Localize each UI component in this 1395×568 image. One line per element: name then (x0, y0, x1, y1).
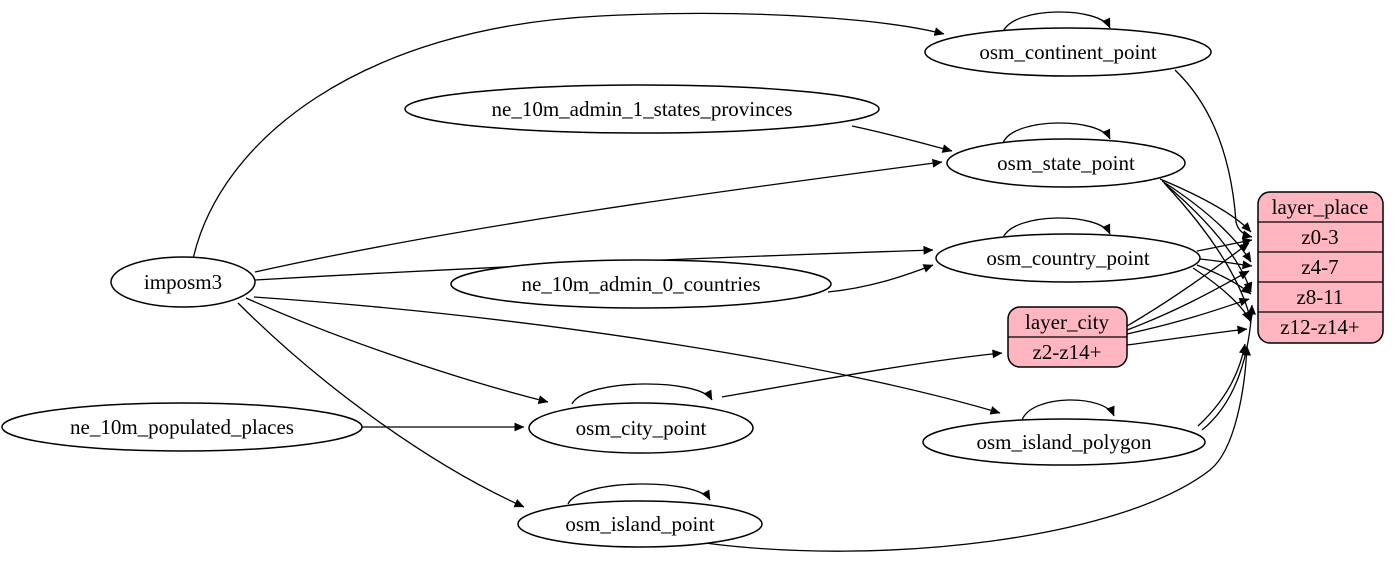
edge-ne_10m_admin_0_countries-to-osm_country_point (827, 264, 934, 293)
ne_10m_admin_1_states_provinces-label: ne_10m_admin_1_states_provinces (492, 97, 793, 121)
node-osm_continent_point: osm_continent_point (924, 27, 1212, 77)
layer_place-row-z4-7: z4-7 (1301, 255, 1338, 279)
ne_10m_admin_0_countries-ellipse (450, 259, 832, 309)
edge-imposm3-to-osm_continent_point (192, 12, 945, 260)
osm_state_point-ellipse (946, 138, 1186, 188)
layer_place-title: layer_place (1272, 195, 1369, 219)
edge-imposm3-to-osm_island_polygon (253, 296, 1001, 415)
layer_place-row-z0-3: z0-3 (1301, 225, 1338, 249)
osm_country_point-label: osm_country_point (986, 246, 1149, 270)
selfloop-osm_island_polygon (1021, 399, 1115, 421)
osm_city_point-label: osm_city_point (576, 416, 707, 440)
selfloop-osm_state_point (1002, 122, 1111, 144)
edge-osm_country_point-to-layer_place-z0-3 (1196, 237, 1253, 252)
edge-ne_10m_admin_1_states_provinces-to-osm_state_point (851, 125, 953, 153)
edge-osm_country_point-to-layer_place-z4-7 (1199, 258, 1253, 270)
node-imposm3: imposm3 (110, 256, 256, 308)
osm_country_point-ellipse (935, 233, 1201, 283)
edge-osm_continent_point-to-layer_place-z0-3 (1174, 69, 1253, 239)
ne_10m_admin_0_countries-label: ne_10m_admin_0_countries (521, 272, 760, 296)
node-layer_place: layer_place z0-3 z4-7 z8-11 z12-z14+ (1257, 191, 1384, 344)
edge-layer_city-to-layer_place-z12-z14 (1126, 325, 1248, 346)
osm_island_point-ellipse (517, 500, 763, 548)
selfloop-osm_continent_point (1002, 11, 1111, 33)
selfloop-osm_city_point (571, 383, 713, 405)
osm_continent_point-ellipse (924, 27, 1212, 77)
node-osm_state_point: osm_state_point (946, 138, 1186, 188)
ne_10m_admin_1_states_provinces-ellipse (404, 84, 880, 134)
node-layer_city: layer_city z2-z14+ (1007, 306, 1128, 368)
edge-osm_country_point-to-layer_place-z8-11 (1196, 264, 1252, 295)
edge-osm_state_point-to-layer_place-z0-3 (1159, 178, 1252, 233)
ne_10m_populated_places-ellipse (1, 402, 363, 452)
edge-layer_city-to-layer_place-z8-11 (1126, 297, 1250, 335)
imposm3-ellipse (110, 256, 256, 308)
osm_city_point-ellipse (528, 402, 754, 454)
node-osm_island_point: osm_island_point (517, 500, 763, 548)
edge-osm_city_point-to-layer_city-z2-z14 (721, 349, 1003, 398)
node-ne_10m_populated_places: ne_10m_populated_places (1, 402, 363, 452)
layer_place-row-z12-z14: z12-z14+ (1280, 315, 1359, 339)
edge-osm_island_point-to-layer_place-z12-z14 (704, 345, 1251, 552)
osm_island_point-label: osm_island_point (565, 512, 715, 536)
osm_island_polygon-ellipse (922, 418, 1206, 466)
layer_city-row-z2-z14: z2-z14+ (1033, 340, 1102, 364)
imposm3-label: imposm3 (144, 270, 222, 294)
layer_place-box (1257, 191, 1384, 344)
edge-imposm3-to-osm_state_point (254, 158, 943, 273)
node-ne_10m_admin_0_countries: ne_10m_admin_0_countries (450, 259, 832, 309)
node-osm_country_point: osm_country_point (935, 233, 1201, 283)
edge-osm_state_point-to-layer_place-z8-11 (1163, 182, 1253, 293)
layer_place-row-z8-11: z8-11 (1296, 285, 1343, 309)
edge-osm_country_point-to-layer_place-z12-z14 (1192, 267, 1251, 322)
edge-imposm3-to-osm_island_point (237, 302, 525, 508)
edge-layer (192, 11, 1256, 552)
node-layer: imposm3 ne_10m_admin_1_states_provinces … (1, 27, 1384, 548)
selfloop-osm_country_point (1002, 217, 1111, 239)
edge-osm_island_polygon-to-layer_place-z8-11 (1201, 304, 1256, 431)
edge-imposm3-to-osm_city_point (245, 297, 549, 404)
node-osm_city_point: osm_city_point (528, 402, 754, 454)
edge-layer_city-to-layer_place-z4-7 (1126, 270, 1250, 331)
edge-osm_state_point-to-layer_place-z4-7 (1161, 180, 1252, 263)
osm_state_point-label: osm_state_point (997, 151, 1135, 175)
node-ne_10m_admin_1_states_provinces: ne_10m_admin_1_states_provinces (404, 84, 880, 134)
selfloop-osm_island_point (567, 483, 711, 505)
osm_island_polygon-label: osm_island_polygon (976, 430, 1152, 454)
ne_10m_populated_places-label: ne_10m_populated_places (70, 415, 294, 439)
osm_continent_point-label: osm_continent_point (979, 40, 1156, 64)
node-osm_island_polygon: osm_island_polygon (922, 418, 1206, 466)
layer_city-title: layer_city (1025, 310, 1109, 334)
edge-layer_city-to-layer_place-z0-3 (1126, 242, 1250, 327)
